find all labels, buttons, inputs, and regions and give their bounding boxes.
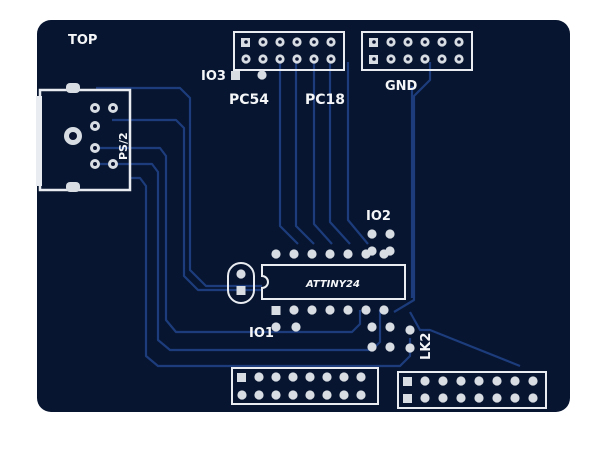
label-top: TOP xyxy=(68,33,97,48)
pcb-substrate xyxy=(37,20,570,412)
label-io3: IO3 xyxy=(201,69,226,84)
io3-pads xyxy=(231,70,267,80)
header-top-right xyxy=(361,31,473,71)
label-io2: IO2 xyxy=(366,209,391,224)
oval-jumper xyxy=(227,262,255,304)
label-ps2: PS/2 xyxy=(117,132,130,160)
label-pc54: PC54 xyxy=(229,92,269,108)
header-top-left xyxy=(233,31,345,71)
io1-lk2-pads xyxy=(271,322,415,353)
header-bottom-left xyxy=(231,367,379,405)
label-gnd: GND xyxy=(385,79,418,94)
ps2-connector xyxy=(36,83,132,192)
label-pc18: PC18 xyxy=(305,92,345,108)
label-lk2: LK2 xyxy=(419,333,434,360)
attiny24-chip xyxy=(261,249,406,315)
header-bottom-right xyxy=(397,371,547,409)
copper-traces xyxy=(96,62,521,368)
label-io1: IO1 xyxy=(249,326,274,341)
label-attiny24: ATTINY24 xyxy=(305,279,360,290)
